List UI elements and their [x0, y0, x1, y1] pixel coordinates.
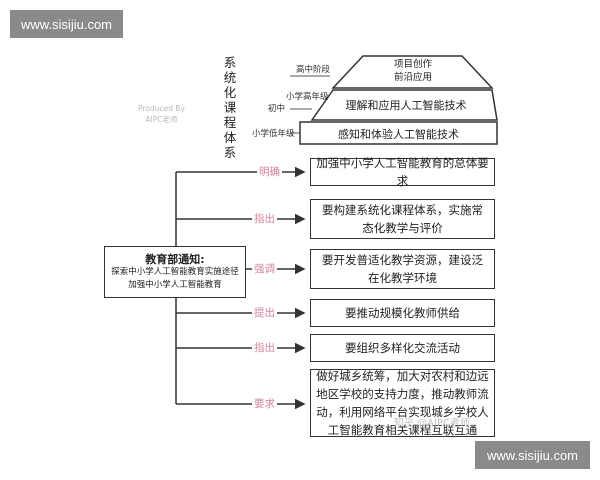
root-line3: 加强中小学人工智能教育 [128, 279, 222, 290]
watermark-top: www.sisijiu.com [10, 10, 123, 38]
title-char: 统 [223, 70, 237, 85]
branch-box-4: 要推动规模化教师供给 [310, 299, 495, 327]
verb-5: 指出 [252, 340, 277, 355]
title-char: 系 [223, 145, 237, 160]
branch-box-2: 要构建系统化课程体系，实施常态化教学与评价 [310, 199, 495, 239]
verb-6: 要求 [252, 396, 277, 411]
verb-4: 提出 [252, 305, 277, 320]
title-char: 系 [223, 55, 237, 70]
tier3-text: 感知和体验人工智能技术 [338, 128, 459, 141]
branch-box-6: 做好城乡统筹，加大对农村和边远地区学校的支持力度，推动教师流动，利用网络平台实现… [310, 369, 495, 437]
verb-2: 指出 [252, 211, 277, 226]
branch-box-5: 要组织多样化交流活动 [310, 334, 495, 362]
watermark-middle: 知乎 @AIPC老师 [394, 418, 470, 429]
pyramid-tier-3 [299, 121, 498, 145]
vertical-title: 系 统 化 课 程 体 系 [222, 55, 238, 160]
credit: Produced By AIPC老师 [138, 103, 185, 125]
branch-box-3: 要开发普适化教学资源，建设泛在化教学环境 [310, 249, 495, 289]
root-line2: 探索中小学人工智能教育实施途径 [111, 266, 239, 277]
root-line1: 教育部通知: [145, 252, 205, 266]
tier2-level: 小学高年级 初中 [268, 91, 329, 115]
credit-line2: AIPC老师 [145, 115, 178, 124]
credit-line1: Produced By [138, 104, 185, 113]
pyramid-tier-2 [310, 89, 498, 121]
root-notice-box: 教育部通知: 探索中小学人工智能教育实施途径 加强中小学人工智能教育 [104, 246, 246, 298]
tier1-text: 项目创作 前沿应用 [363, 58, 463, 84]
tier2-level-line2: 初中 [268, 104, 286, 114]
verb-3: 强调 [252, 261, 277, 276]
tier2-level-line1: 小学高年级 [286, 92, 329, 102]
verb-1: 明确 [257, 164, 282, 179]
title-char: 课 [223, 100, 237, 115]
watermark-bottom: www.sisijiu.com [475, 441, 590, 469]
title-char: 化 [223, 85, 237, 100]
tier1-text-line2: 前沿应用 [393, 72, 432, 83]
title-char: 体 [223, 130, 237, 145]
tier3-level: 小学低年级 [252, 129, 295, 139]
branch-box-1: 加强中小学人工智能教育的总体要求 [310, 156, 495, 188]
tier1-level: 高中阶段 [296, 65, 331, 75]
title-char: 程 [223, 115, 237, 130]
tier2-text: 理解和应用人工智能技术 [345, 99, 467, 112]
pyramid-tier-1 [331, 55, 494, 89]
tier1-text-line1: 项目创作 [393, 59, 432, 70]
